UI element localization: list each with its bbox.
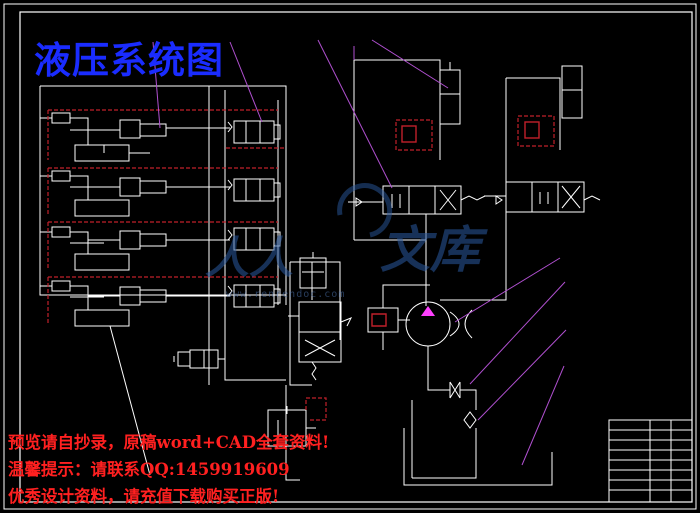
callout-leaders [152, 39, 567, 466]
red-dashed-circuits [47, 109, 555, 421]
inner-frame [19, 11, 693, 503]
diagram-title: 液压系统图 [34, 38, 224, 82]
title-block [608, 419, 693, 503]
watermark-text-right: 文库 [380, 220, 480, 279]
check-valve-row-3 [40, 226, 230, 271]
watermark-text-left: 人人 [205, 233, 293, 284]
watermark-url: www.renrendoc.com [226, 289, 346, 300]
solenoid-valve-column [227, 120, 281, 308]
leader-bottom [109, 325, 151, 476]
relief-valve-bottom [267, 406, 316, 447]
check-valve-row-4 [40, 280, 230, 327]
center-valve-stack [285, 252, 353, 481]
notice-line-1: 预览请自抄录，原稿word+CAD全套资料! [8, 433, 330, 452]
notice-line-3: 优秀设计资料，请充值下载购买正版! [8, 487, 280, 506]
small-solenoid-valve [173, 349, 225, 369]
red-valve-internals [371, 121, 540, 327]
right-system [348, 59, 601, 486]
pump-direction-triangle [421, 306, 435, 316]
check-valve-row-2 [40, 170, 230, 217]
check-valve-row-1 [40, 112, 230, 162]
outer-frame [3, 3, 697, 510]
left-valve-bank [39, 85, 287, 385]
watermark-logo [337, 183, 393, 238]
notice-line-2: 温馨提示：请联系QQ:1459919609 [8, 460, 290, 479]
